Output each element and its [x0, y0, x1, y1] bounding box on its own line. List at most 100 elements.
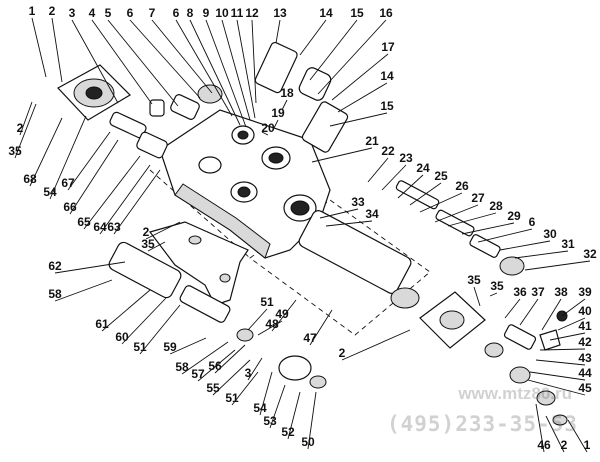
callout-number: 24	[416, 161, 430, 175]
leader-line	[214, 344, 246, 374]
leader-line	[473, 286, 481, 307]
leader-line	[527, 379, 586, 396]
callout-number: 35	[467, 273, 481, 287]
leader-line	[461, 222, 515, 235]
callout-number: 53	[263, 414, 277, 428]
callout-number: 25	[434, 169, 448, 183]
callout-number: 68	[23, 172, 37, 186]
leader-line	[381, 164, 407, 191]
callout-number: 51	[133, 340, 147, 354]
leader-line	[261, 131, 269, 136]
callout-number: 55	[206, 381, 220, 395]
leader-line	[271, 299, 297, 332]
callout-number: 5	[105, 6, 112, 20]
callout-number: 54	[253, 401, 267, 415]
leader-line	[287, 391, 301, 440]
leader-line	[447, 212, 497, 227]
callout-number: 17	[381, 40, 395, 54]
callout-number: 2	[143, 225, 150, 239]
leader-line	[129, 19, 201, 99]
leader-line	[99, 164, 151, 235]
leader-line	[535, 359, 586, 366]
callout-number: 2	[17, 121, 24, 135]
leader-line	[71, 19, 119, 104]
callout-number: 46	[537, 438, 551, 452]
callout-number: 28	[489, 199, 503, 213]
leader-line	[29, 117, 63, 187]
leader-line	[236, 19, 256, 119]
callout-number: 45	[578, 381, 592, 395]
callout-number: 51	[260, 295, 274, 309]
leader-line	[19, 101, 33, 136]
leader-line	[175, 19, 233, 117]
callout-number: 8	[187, 6, 194, 20]
leader-line	[311, 147, 373, 163]
leader-line	[549, 332, 586, 341]
callout-number: 33	[351, 195, 365, 209]
leader-line	[251, 19, 257, 104]
leader-line	[341, 329, 411, 361]
leader-line	[51, 17, 63, 83]
leader-line	[541, 298, 562, 331]
leader-line	[91, 19, 153, 105]
callout-number: 13	[273, 6, 287, 20]
leader-line	[275, 19, 281, 44]
leader-line	[535, 403, 545, 453]
leader-line	[281, 99, 288, 111]
leader-line	[107, 19, 179, 107]
cylinder-spring	[298, 210, 420, 309]
callout-number: 1	[584, 438, 591, 452]
callout-number: 11	[231, 6, 244, 20]
leader-line	[14, 103, 37, 159]
leader-line	[309, 309, 333, 346]
leader-line	[325, 220, 373, 227]
leader-line	[307, 391, 317, 450]
leader-line	[247, 357, 263, 381]
callout-number: 44	[578, 366, 592, 380]
leader-line	[189, 19, 241, 126]
callout-number: 20	[261, 121, 275, 135]
leader-line	[139, 304, 181, 355]
callout-number: 15	[380, 99, 394, 113]
callout-number: 50	[301, 435, 315, 449]
leader-line	[83, 155, 141, 230]
leader-line	[529, 371, 586, 381]
callout-number: 21	[365, 134, 379, 148]
callout-number: 26	[455, 179, 469, 193]
callout-number: 49	[275, 307, 289, 321]
leader-line	[197, 349, 236, 382]
leader-lines	[14, 17, 591, 453]
leader-line	[557, 317, 586, 331]
leader-line	[317, 19, 387, 95]
callout-number: 2	[49, 4, 56, 18]
watermark-phone: (495)233-35-53	[386, 412, 578, 436]
callout-number: 41	[578, 319, 592, 333]
leader-line	[113, 169, 161, 235]
leader-line	[545, 415, 565, 453]
callout-number: 35	[141, 237, 155, 251]
callout-number: 35	[490, 279, 504, 293]
leader-line	[231, 371, 259, 406]
callout-number: 18	[280, 86, 294, 100]
callout-number: 4	[89, 6, 96, 20]
callout-number: 59	[163, 340, 177, 354]
leader-line	[273, 119, 279, 129]
callout-number: 9	[203, 6, 210, 20]
leader-line	[567, 419, 588, 453]
left-cover	[57, 64, 131, 121]
callout-number: 36	[513, 285, 527, 299]
leader-line	[519, 298, 539, 326]
leader-line	[299, 19, 327, 56]
leader-line	[561, 298, 586, 317]
callout-number: 27	[471, 191, 485, 205]
leader-line	[31, 17, 47, 78]
callout-number: 62	[48, 259, 62, 273]
callout-number: 42	[578, 335, 592, 349]
leader-line	[101, 289, 151, 332]
leader-line	[367, 157, 389, 183]
bracket-lever	[148, 221, 249, 306]
callout-number: 31	[561, 237, 575, 251]
callout-number: 29	[507, 209, 521, 223]
